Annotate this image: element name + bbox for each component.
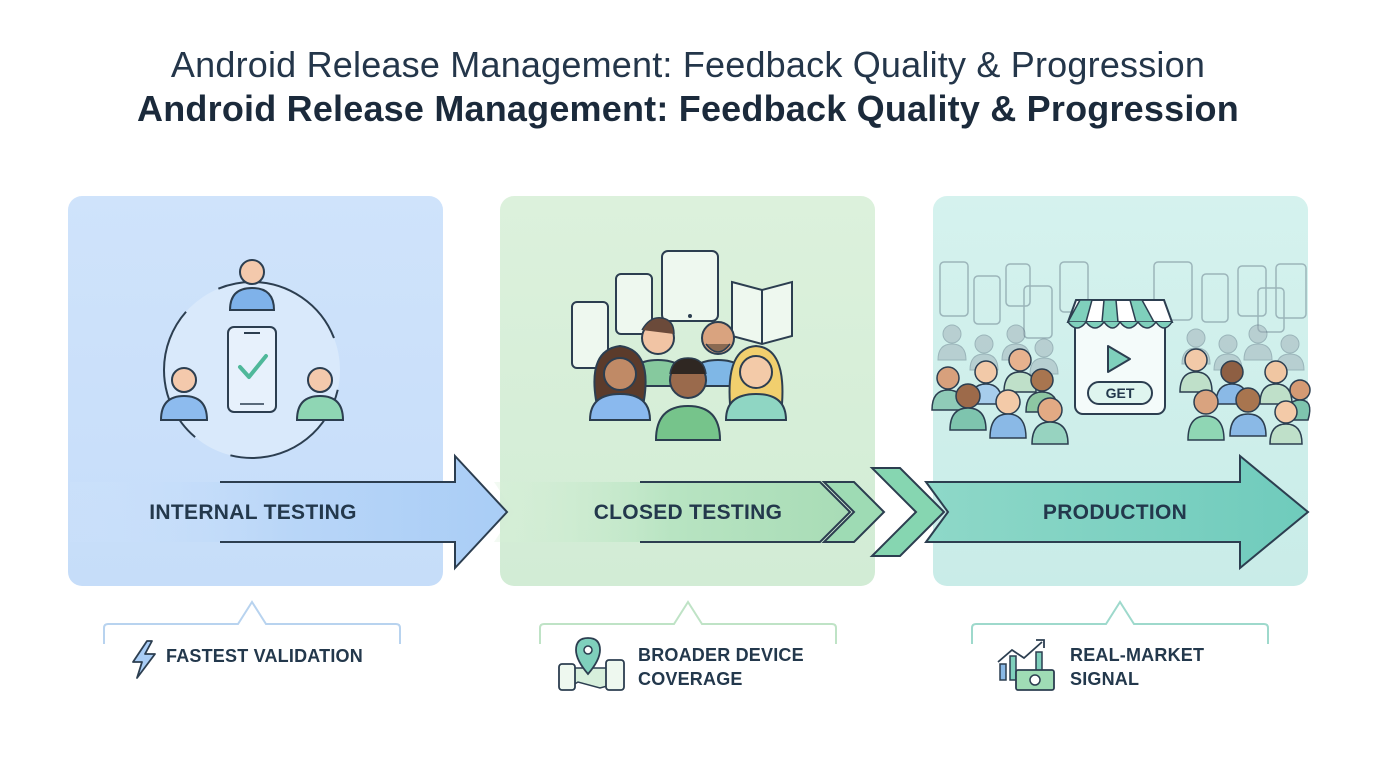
lightning-bolt-icon: [132, 640, 156, 679]
production-callout-bracket: [971, 600, 1269, 644]
stage-label-production: PRODUCTION: [1042, 501, 1188, 524]
callout-production-line2: SIGNAL: [1070, 669, 1140, 689]
internal-arrow: [70, 453, 509, 571]
internal-team-illustration: [159, 259, 345, 459]
chart-money-icon: [997, 639, 1055, 691]
location-devices-icon: [558, 637, 625, 691]
closed-callout-bracket: [539, 600, 837, 644]
callout-production: REAL-MARKET SIGNAL: [1070, 643, 1204, 691]
devices-group-illustration: [571, 250, 793, 369]
callout-closed: BROADER DEVICE COVERAGE: [638, 643, 804, 691]
play-icon: [1107, 345, 1131, 373]
crowd-illustration: [931, 324, 1311, 445]
callout-internal: FASTEST VALIDATION: [166, 644, 363, 668]
get-button-label: GET: [1105, 385, 1135, 401]
callout-internal-line1: FASTEST VALIDATION: [166, 646, 363, 666]
get-button[interactable]: GET: [1087, 381, 1153, 405]
stage-label-internal: INTERNAL TESTING: [149, 501, 357, 524]
closed-arrow: [494, 481, 852, 543]
page-title-bold: Android Release Management: Feedback Qua…: [137, 88, 1239, 129]
stage-label-closed: CLOSED TESTING: [593, 501, 783, 524]
callout-closed-line2: COVERAGE: [638, 669, 743, 689]
page-title: Android Release Management: Feedback Qua…: [170, 44, 1206, 85]
callout-closed-line1: BROADER DEVICE: [638, 645, 804, 665]
internal-callout-bracket: [103, 600, 401, 644]
tester-people-illustration: [588, 317, 788, 441]
callout-production-line1: REAL-MARKET: [1070, 645, 1205, 665]
production-arrow: [924, 453, 1310, 571]
chevron-icon: [821, 467, 946, 557]
